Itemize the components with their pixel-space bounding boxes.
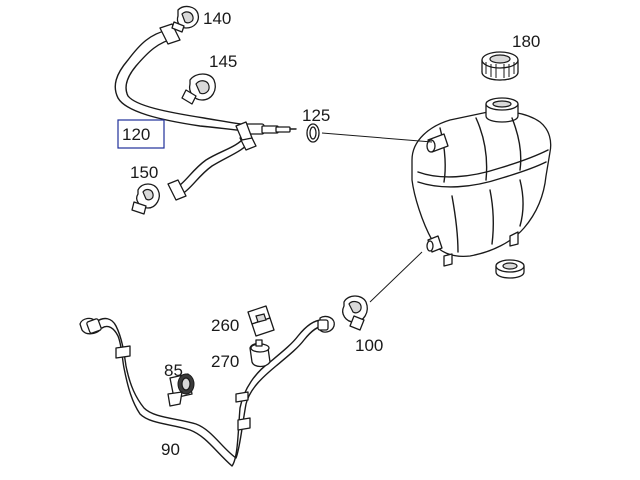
callout-120-highlight — [117, 119, 165, 149]
callout-150[interactable]: 150 — [130, 163, 158, 182]
rubber-grommet[interactable] — [495, 259, 525, 279]
callout-180[interactable]: 180 — [512, 32, 540, 51]
clamp-260[interactable] — [247, 305, 275, 337]
callout-145[interactable]: 145 — [209, 52, 237, 71]
clamp-270[interactable] — [249, 339, 271, 368]
filler-cap-180[interactable] — [481, 51, 519, 81]
callout-120[interactable]: 120 — [122, 125, 150, 144]
expansion-tank[interactable] — [411, 97, 552, 267]
callout-260[interactable]: 260 — [211, 316, 239, 335]
callout-90[interactable]: 90 — [161, 440, 180, 459]
clamp-145[interactable] — [181, 73, 216, 105]
leader-lines — [321, 132, 433, 303]
callout-125[interactable]: 125 — [302, 106, 330, 125]
callout-140[interactable]: 140 — [203, 9, 231, 28]
sensor-85[interactable] — [167, 373, 195, 407]
o-ring-125[interactable] — [306, 123, 320, 143]
callout-85[interactable]: 85 — [164, 361, 183, 380]
lower-hose-90[interactable] — [79, 315, 335, 467]
clamp-150[interactable] — [131, 183, 160, 215]
clamp-100[interactable] — [342, 295, 368, 331]
callout-270[interactable]: 270 — [211, 352, 239, 371]
clamp-140[interactable] — [171, 5, 200, 33]
callout-100[interactable]: 100 — [355, 336, 383, 355]
upper-hose-120[interactable] — [114, 23, 297, 201]
